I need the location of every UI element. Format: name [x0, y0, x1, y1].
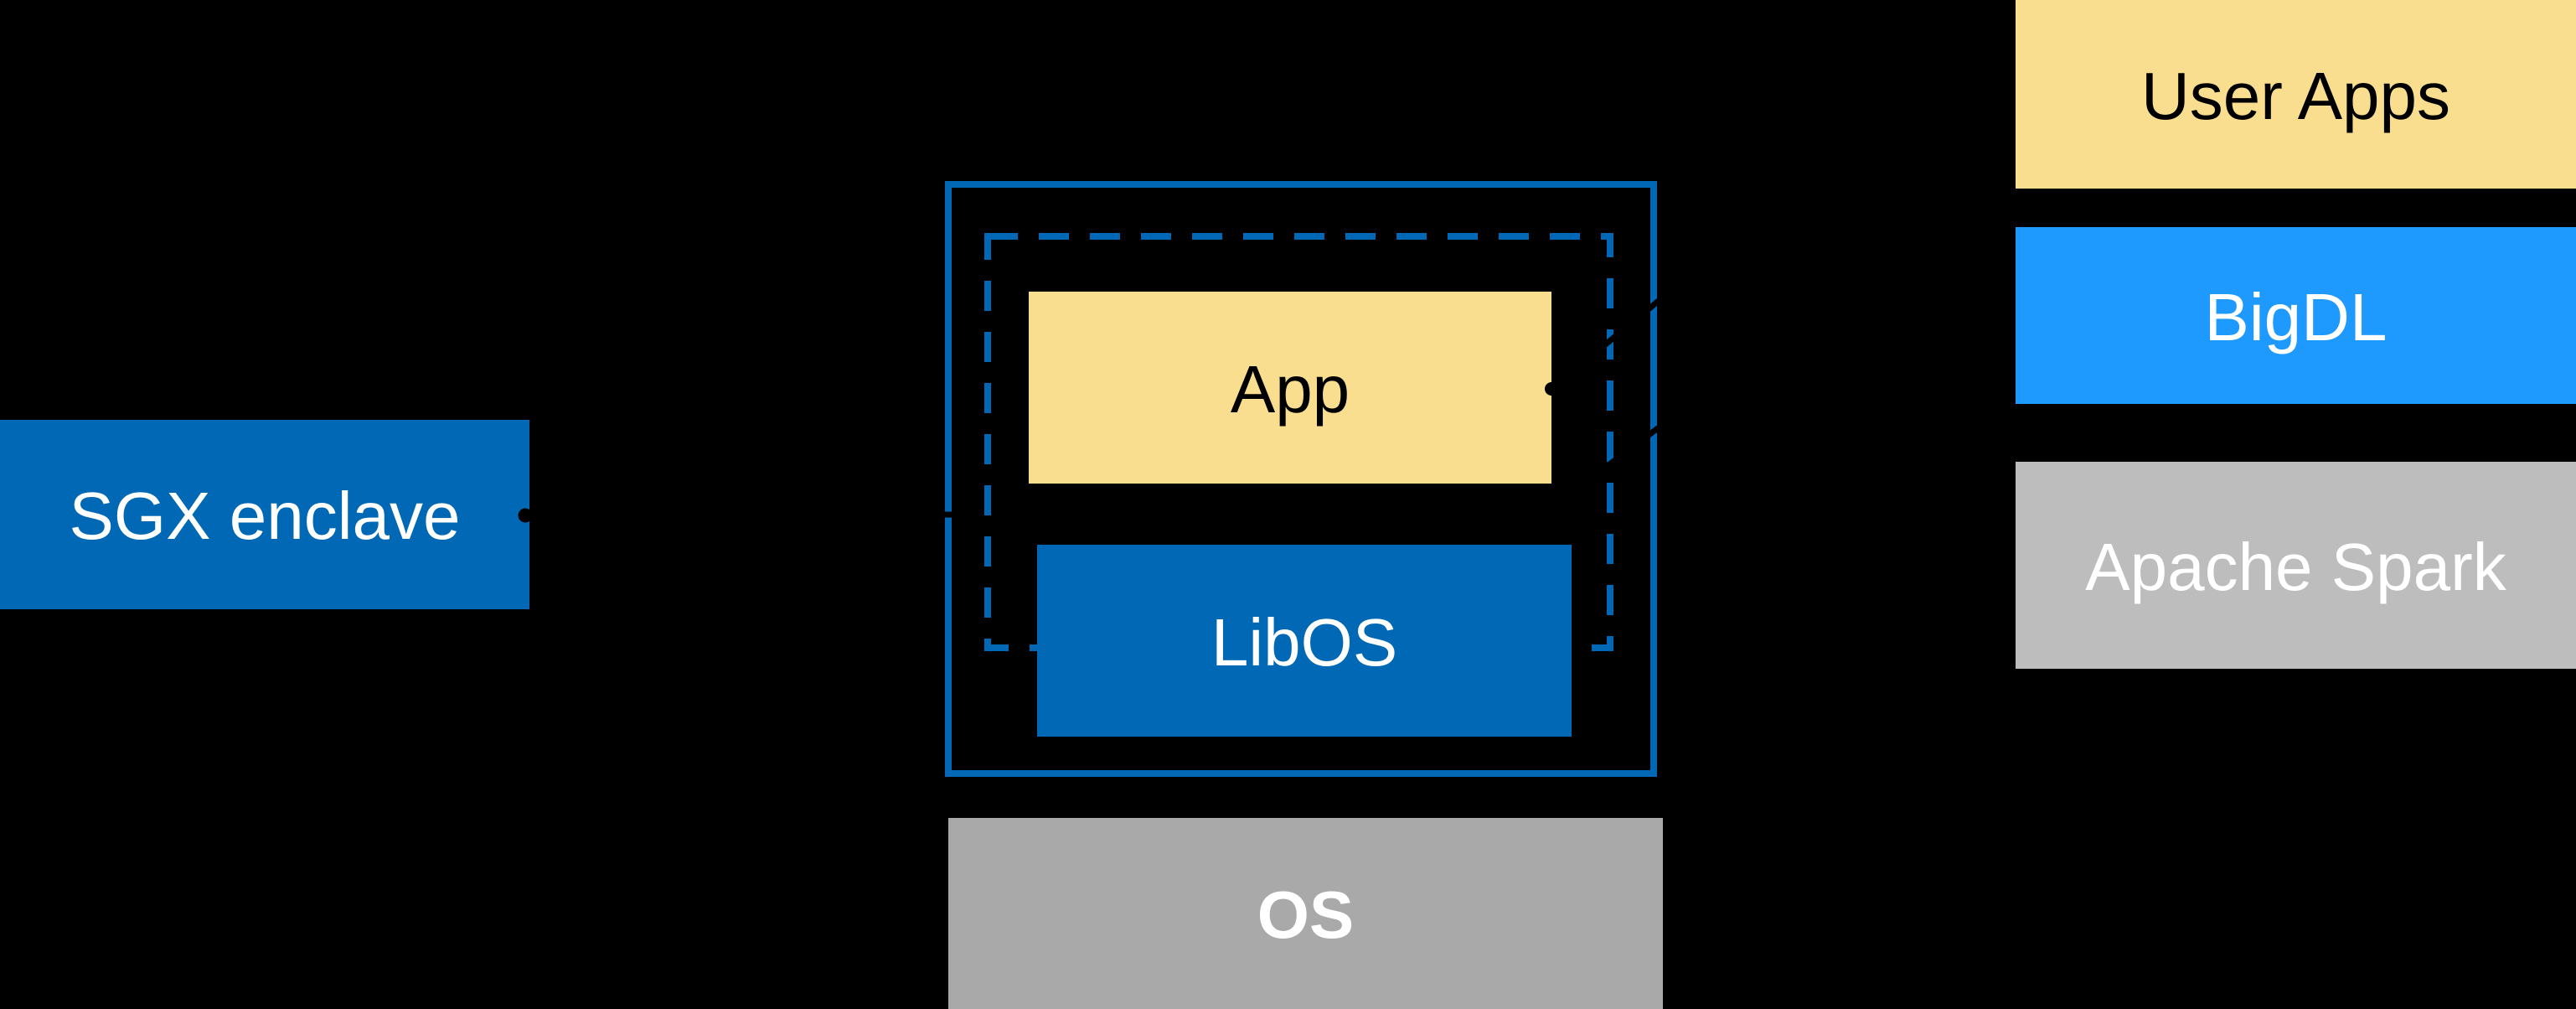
- app-label: App: [1230, 351, 1350, 427]
- sgx-enclave-label: SGX enclave: [69, 479, 461, 553]
- bigdl-label: BigDL: [2204, 279, 2388, 354]
- enclave-solid-outline: [945, 181, 1657, 777]
- libos-label: LibOS: [1211, 604, 1398, 680]
- box-user-apps: User Apps: [2016, 0, 2576, 189]
- box-libos: LibOS: [1037, 545, 1572, 737]
- box-app: App: [1029, 292, 1551, 484]
- box-apache-spark: Apache Spark: [2016, 462, 2576, 669]
- box-bigdl: BigDL: [2016, 227, 2576, 404]
- apache-spark-label: Apache Spark: [2085, 529, 2506, 604]
- box-os: OS: [948, 818, 1663, 1009]
- user-apps-label: User Apps: [2140, 58, 2451, 133]
- box-sgx-enclave: SGX enclave: [0, 420, 529, 609]
- os-label: OS: [1257, 877, 1355, 952]
